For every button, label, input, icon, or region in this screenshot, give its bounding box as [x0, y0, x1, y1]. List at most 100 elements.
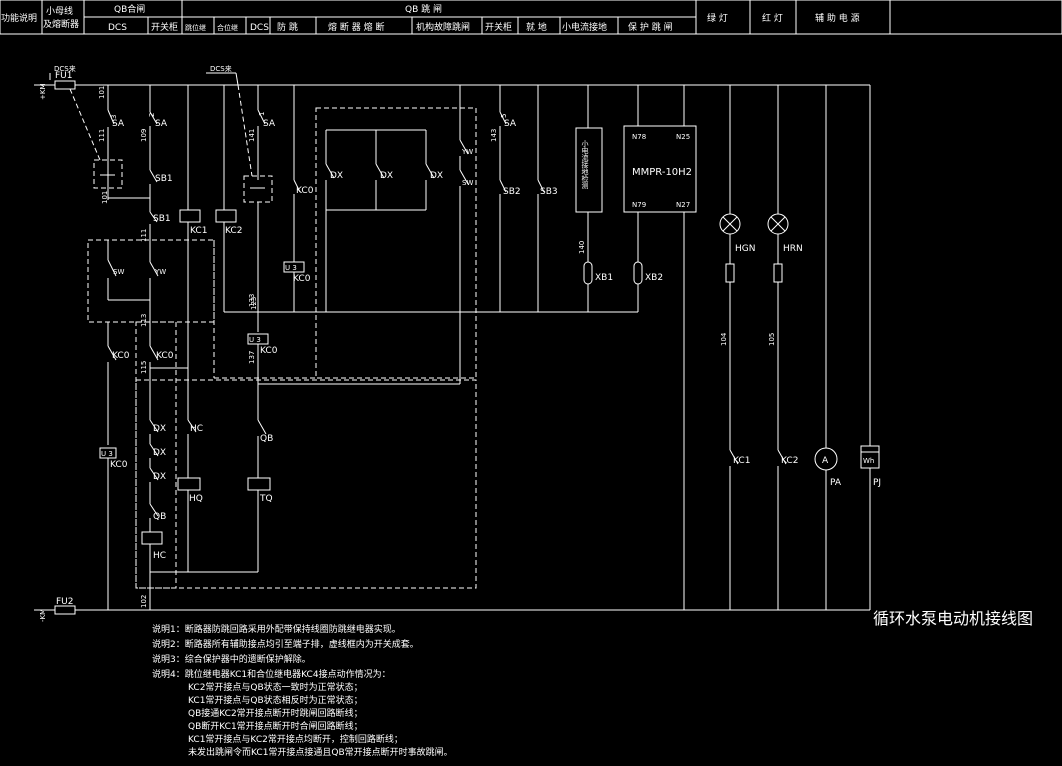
qb-label-a: QB — [153, 512, 166, 522]
header-green-light: 绿 灯 — [707, 12, 728, 24]
header-mech-fault: 机构故障跳闸 — [416, 21, 470, 33]
sb1-label-b: SB1 — [153, 214, 171, 224]
bus-neg-label: -KM — [39, 609, 47, 622]
note-4-line-1: KC2常开接点与QB状态一致时为正常状态； — [188, 681, 363, 693]
protection-device-box — [623, 125, 697, 213]
trip-cabinet-branch: SA 5 143 SB2 SB3 — [490, 85, 558, 312]
sa-label-3: SA — [263, 119, 276, 129]
hgn-resistor — [725, 263, 735, 283]
kc0-label-c: KC0 — [156, 351, 174, 361]
header-bus-fuse: 及熔断器 — [43, 18, 79, 30]
wire-137: 137 — [248, 351, 256, 364]
wire-102: 102 — [140, 595, 148, 608]
dx-label-f: DX — [430, 171, 443, 181]
header-function-desc: 功能说明 — [1, 12, 37, 24]
note-4-line-2: KC1常开接点与QB状态相反时为正常状态； — [188, 694, 363, 706]
wire-101-top: 101 — [98, 86, 106, 99]
kc0-label-a: KC0 — [112, 351, 130, 361]
header-dcs-close: DCS — [108, 23, 127, 33]
wh-glyph: Wh — [863, 457, 874, 465]
tq-label: TQ — [259, 494, 273, 504]
yw-label-a: YW — [154, 268, 166, 276]
hrn-resistor — [773, 263, 783, 283]
anti-jump-branch: KC0 U 3 KC0 — [283, 85, 314, 312]
kc2-branch: KC2 — [215, 85, 242, 312]
kc0-label-d: KC0 — [260, 346, 278, 356]
header-bus-line: 小母线 — [46, 5, 73, 17]
header-trip-pos: 跳位继 — [185, 23, 206, 32]
n78-label: N78 — [632, 133, 646, 141]
protection-device: N78 N25 MMPR-10H2 N79 N27 XB2 — [623, 85, 697, 610]
xb2-label: XB2 — [645, 273, 663, 283]
note-3: 说明3：综合保护器中的遗断保护解除。 — [152, 653, 311, 665]
xb1-label: XB1 — [595, 273, 613, 283]
header-anti-jump: 防 跳 — [277, 21, 298, 33]
header-breaker-fuse: 熔 断 器 熔 断 — [328, 21, 384, 33]
wire-115: 115 — [140, 361, 148, 374]
wire-111-b: 111 — [140, 229, 148, 242]
note-1: 说明1：断路器防跳回路采用外配带保持线圈防跳继电器实现。 — [152, 623, 401, 635]
header-dcs-trip: DCS — [250, 23, 269, 33]
yw-label-b: YW — [461, 148, 473, 156]
qb-label-b: QB — [260, 434, 273, 444]
energy-meter-branch: Wh PJ — [860, 85, 881, 610]
xb2-symbol — [633, 261, 643, 285]
kc2-label-a: KC2 — [225, 226, 242, 236]
kc1-label-b: KC1 — [733, 456, 750, 466]
kc0-label-e: KC0 — [296, 186, 314, 196]
note-2: 说明2：断路器所有辅助接点均引至端子排，虚线框内为开关成套。 — [152, 638, 419, 650]
pa-label: PA — [830, 478, 842, 488]
bus-pos-label: +KM — [39, 84, 47, 101]
fuse-fu1-label: FU1 — [55, 71, 73, 81]
header-local: 就 地 — [526, 21, 547, 33]
header-qb-trip: QB 跳 闸 — [405, 3, 442, 15]
xb1-symbol — [583, 261, 593, 285]
kc2-label-b: KC2 — [781, 456, 798, 466]
n79-label: N79 — [632, 201, 646, 209]
note-4-line-6: 未发出跳闸令而KC1常开接点接通且QB常开接点断开时事故跳闸。 — [188, 746, 453, 758]
green-light-branch: HGN 104 KC1 — [719, 85, 755, 610]
notes: 说明1：断路器防跳回路采用外配带保持线圈防跳继电器实现。 说明2：断路器所有辅助… — [152, 623, 453, 758]
diagram-title: 循环水泵电动机接线图 — [873, 609, 1033, 628]
wire-109: 109 — [140, 129, 148, 142]
header-protect-trip: 保 护 跳 闸 — [628, 21, 673, 33]
header-red-light: 红 灯 — [762, 12, 783, 24]
header-close-pos: 合位继 — [217, 23, 238, 32]
dcs-supply-label-2: DCS来 — [210, 65, 232, 73]
dx-label-b: DX — [153, 448, 166, 458]
protection-device-model: MMPR-10H2 — [632, 167, 692, 178]
fuse-fu2-symbol — [54, 605, 76, 615]
contact-1: 1 — [258, 112, 266, 116]
hq-coil — [177, 477, 201, 491]
close-dcs-branch: SA 101 111 3 101 — [69, 85, 125, 204]
wire-123: 123 — [250, 297, 258, 310]
hgn-label: HGN — [735, 244, 755, 254]
header-table: 功能说明 小母线 及熔断器 QB合闸 QB 跳 闸 DCS 开关柜 跳位继 合位… — [0, 0, 1062, 35]
fuse-fu2-label: FU2 — [56, 597, 74, 607]
hq-branch: KC1 HC HQ — [150, 85, 258, 573]
dcs-supply-label-1: DCS来 — [54, 65, 76, 73]
kc0-coil-box-a: U 3 — [101, 450, 113, 458]
wire-113: 113 — [140, 314, 148, 327]
ammeter-glyph: A — [822, 456, 829, 466]
kc0-label-b: KC0 — [110, 460, 128, 470]
note-4: 说明4：跳位继电器KC1和合位继电器KC4接点动作情况为： — [152, 668, 391, 680]
n25-label: N25 — [676, 133, 690, 141]
dx-label-a: DX — [153, 424, 166, 434]
note-4-line-3: QB接通KC2常开接点断开时跳闸回路断线； — [188, 707, 363, 719]
note-4-line-4: QB断开KC1常开接点断开时合闸回路断线； — [188, 720, 363, 732]
wire-105: 105 — [768, 333, 776, 346]
wire-141: 141 — [248, 129, 256, 142]
tq-coil — [247, 477, 271, 491]
breaker-mechanism-box: DX DX DX QB HC 102 — [135, 321, 477, 610]
fuse-fu1-symbol — [54, 80, 76, 90]
header-qb-close: QB合闸 — [114, 3, 145, 15]
dx-label-e: DX — [380, 171, 393, 181]
hc-coil — [141, 531, 163, 545]
hrn-label: HRN — [783, 244, 803, 254]
ammeter-branch: A PA — [814, 85, 842, 610]
wire-140: 140 — [578, 241, 586, 254]
small-current-device-box — [575, 127, 603, 213]
sa-label-2: SA — [155, 119, 168, 129]
